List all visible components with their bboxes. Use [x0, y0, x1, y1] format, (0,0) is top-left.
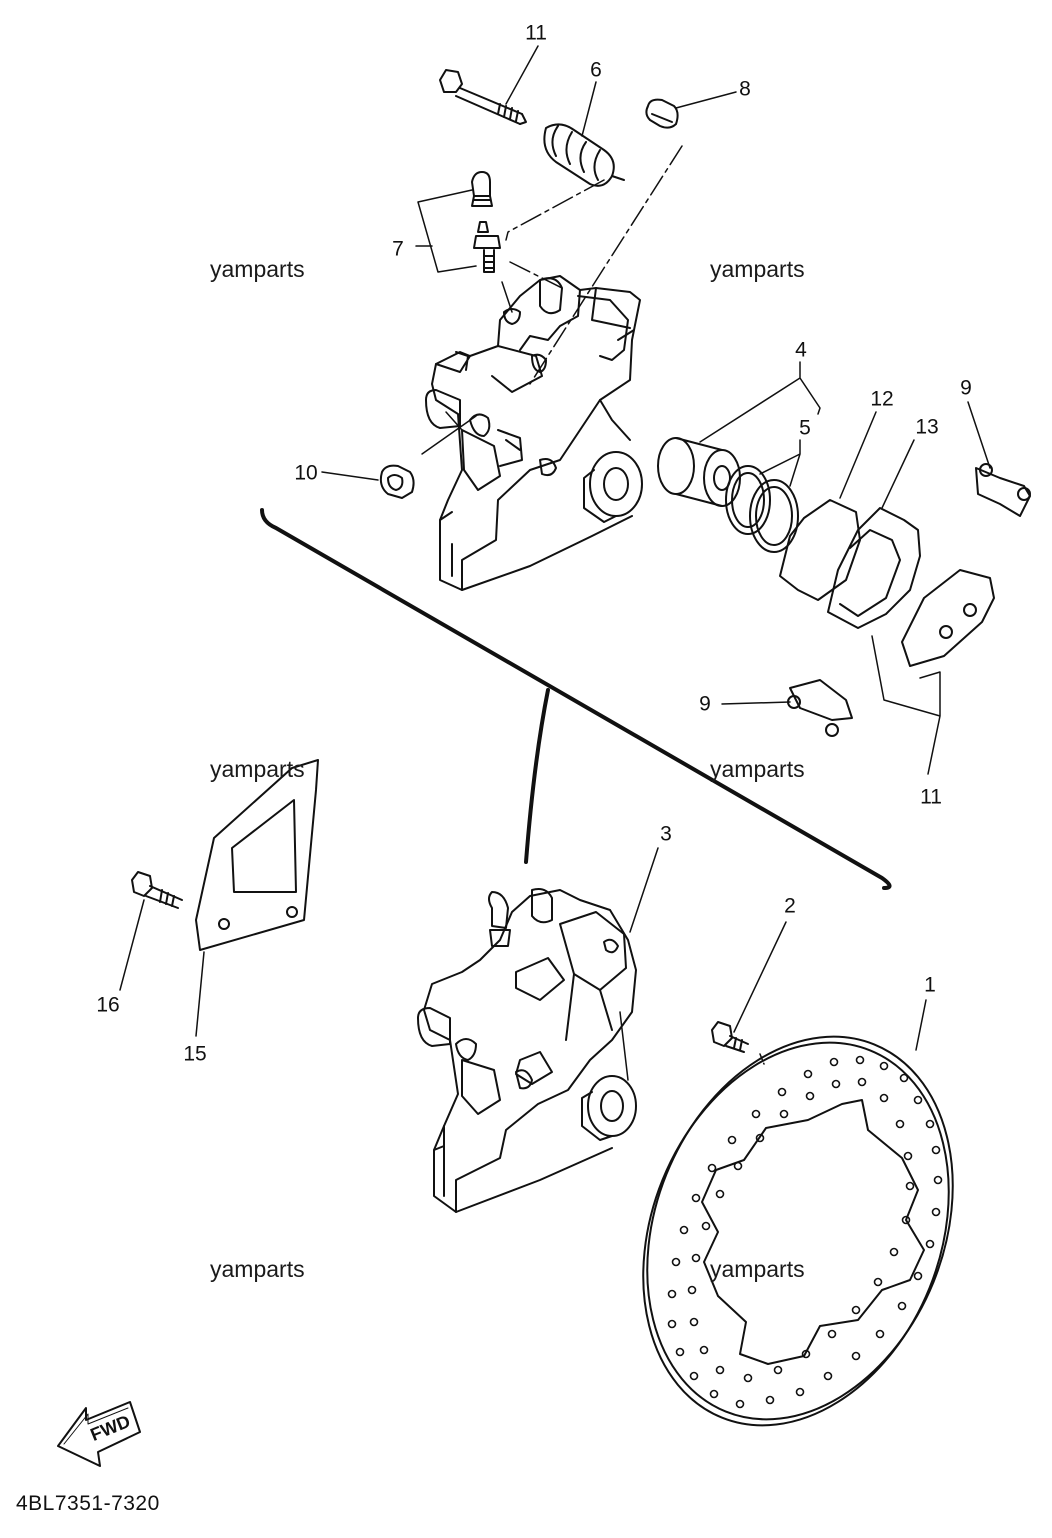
- callout-15: 15: [183, 1042, 207, 1066]
- part-code: 4BL7351-7320: [16, 1492, 160, 1515]
- brake-pad-part-14: [827, 507, 921, 629]
- assembly-bracket: [260, 508, 892, 890]
- watermark: yamparts: [710, 256, 805, 282]
- callout-5: 5: [799, 416, 811, 440]
- watermark: yamparts: [210, 256, 305, 282]
- bolt-part-16: [131, 871, 183, 909]
- callout-8: 8: [739, 77, 751, 101]
- watermark: yamparts: [710, 756, 805, 782]
- callout-14: 13: [915, 415, 939, 439]
- callout-7: 7: [392, 237, 404, 261]
- boot-part-6: [543, 123, 625, 187]
- bolt-part-2: [711, 1021, 749, 1053]
- caliper-assembly-part-3: [417, 888, 637, 1213]
- bolt-part-12: [439, 69, 527, 125]
- callout-10: 10: [294, 461, 318, 485]
- brake-pad-rear: [901, 569, 995, 667]
- watermark: yamparts: [210, 1256, 305, 1282]
- callout-6: 6: [590, 58, 602, 82]
- callout-9-lower: 9: [699, 692, 711, 716]
- callout-2: 2: [784, 894, 796, 918]
- callout-12: 11: [525, 21, 547, 45]
- callout-16: 16: [96, 993, 120, 1017]
- bleed-screw-part-7: [471, 171, 501, 273]
- brake-disc-part-1: [642, 1035, 954, 1427]
- leader-lines: [119, 45, 991, 1081]
- piston-part-4: [657, 437, 741, 507]
- fwd-arrow-icon: [57, 1401, 141, 1467]
- watermark: yamparts: [710, 1256, 805, 1282]
- callout-11: 11: [920, 785, 942, 809]
- shim-part-13: [779, 499, 861, 601]
- callout-9: 9: [960, 376, 972, 400]
- seal-kit-part-5: [725, 465, 799, 553]
- watermark: yamparts: [210, 756, 305, 782]
- pad-spring-part-9-lower: [787, 679, 853, 737]
- disc-holes: [667, 1055, 943, 1409]
- nut-part-10: [379, 464, 415, 499]
- callout-3: 3: [660, 822, 672, 846]
- cap-part-8: [645, 98, 679, 129]
- bracket-plate-part-15: [195, 759, 319, 951]
- callout-13: 12: [870, 387, 894, 411]
- caliper-body-exploded: [425, 275, 643, 591]
- pad-spring-part-9: [975, 463, 1031, 517]
- callout-4: 4: [795, 338, 807, 362]
- callout-1: 1: [924, 973, 936, 997]
